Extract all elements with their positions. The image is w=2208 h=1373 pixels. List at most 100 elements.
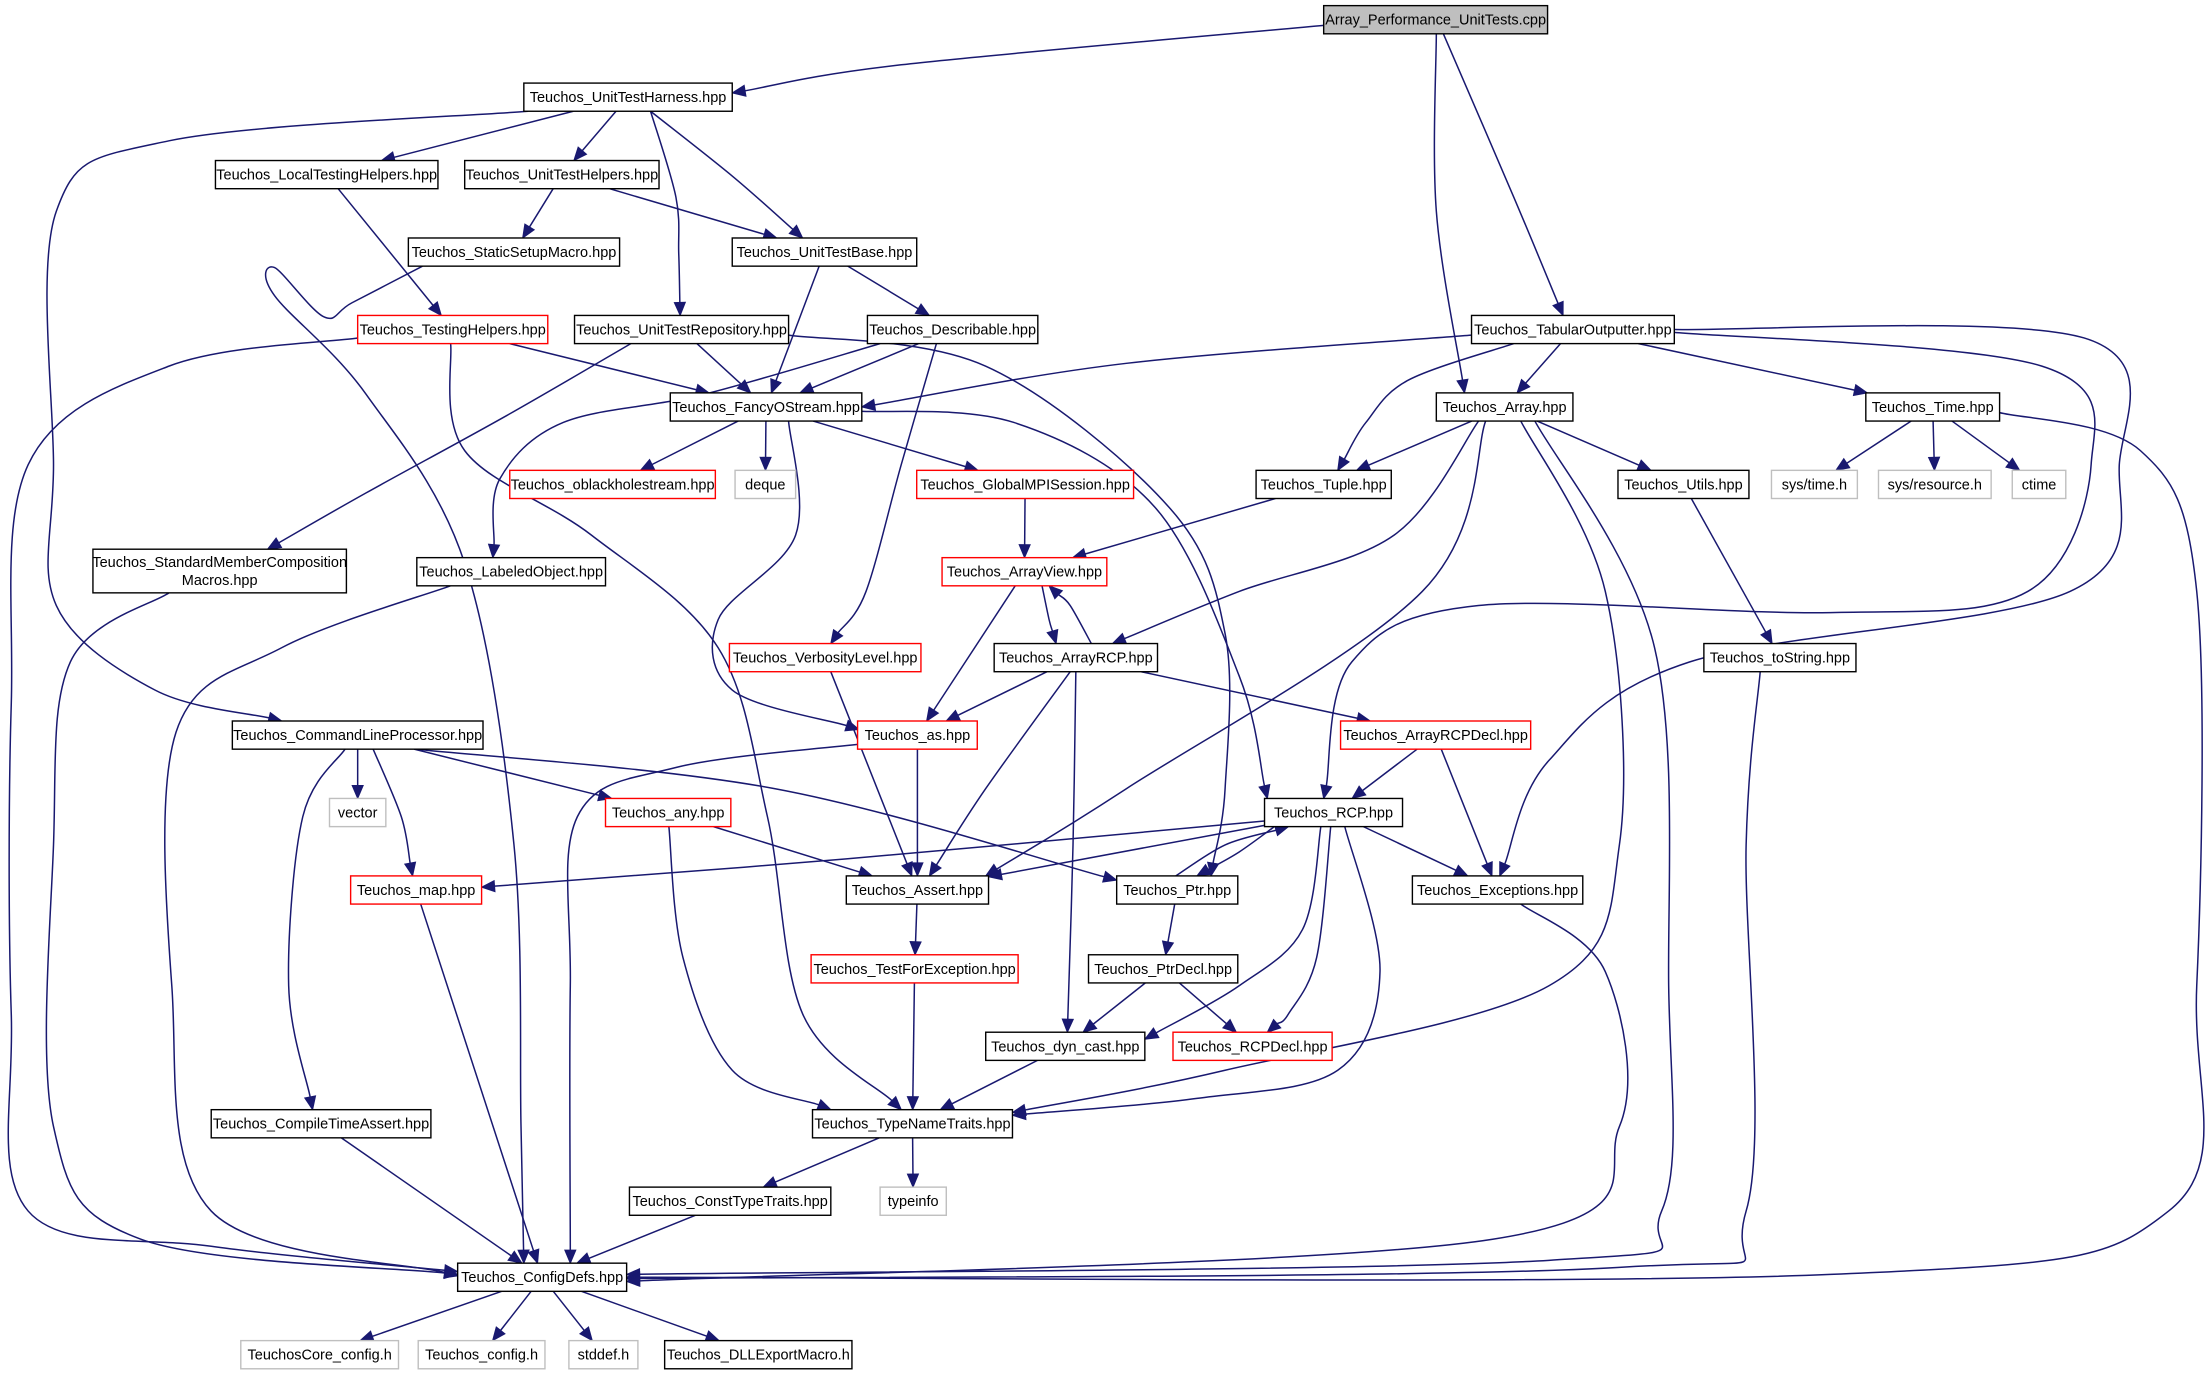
- node-box-deque: [734, 469, 797, 500]
- node-configdefs[interactable]: Teuchos_ConfigDefs.hpp: [456, 1262, 628, 1293]
- edge-arrowhead-rcp-to-rcpdecl: [1266, 1018, 1282, 1034]
- node-compiletime[interactable]: Teuchos_CompileTimeAssert.hpp: [210, 1108, 432, 1139]
- node-sysres: sys/resource.h: [1877, 469, 1992, 500]
- node-dyncast[interactable]: Teuchos_dyn_cast.hpp: [985, 1031, 1146, 1062]
- edge-arrowhead-clp-to-compiletime: [303, 1095, 317, 1111]
- node-label-dyncast: Teuchos_dyn_cast.hpp: [991, 1039, 1139, 1055]
- node-assert[interactable]: Teuchos_Assert.hpp: [845, 875, 990, 905]
- node-tabular[interactable]: Teuchos_TabularOutputter.hpp: [1470, 314, 1676, 345]
- node-label-uthelpers: Teuchos_UnitTestHelpers.hpp: [466, 168, 659, 184]
- node-label-root: Array_Performance_UnitTests.cpp: [1325, 13, 1546, 29]
- node-arrayrcpdecl[interactable]: Teuchos_ArrayRCPDecl.hpp: [1339, 720, 1532, 750]
- node-box-root: [1322, 4, 1549, 35]
- edge-arrowhead-utbase-to-describable: [914, 303, 931, 317]
- edge-arrayview-to-arrayrcp: [1041, 585, 1054, 632]
- edge-arrowhead-uthelpers-to-staticsetup: [522, 223, 536, 240]
- node-labeled[interactable]: Teuchos_LabeledObject.hpp: [416, 556, 607, 587]
- node-dllexport[interactable]: Teuchos_DLLExportMacro.h: [663, 1339, 853, 1370]
- node-rcp[interactable]: Teuchos_RCP.hpp: [1263, 797, 1404, 828]
- node-testforexc[interactable]: Teuchos_TestForException.hpp: [810, 954, 1019, 984]
- node-label-time: Teuchos_Time.hpp: [1872, 400, 1994, 416]
- node-ptr[interactable]: Teuchos_Ptr.hpp: [1115, 875, 1239, 905]
- node-exceptions[interactable]: Teuchos_Exceptions.hpp: [1411, 875, 1584, 905]
- edge-consttype-to-configdefs: [588, 1214, 696, 1259]
- edge-arrayview-to-as: [933, 585, 1016, 711]
- node-array[interactable]: Teuchos_Array.hpp: [1435, 392, 1574, 422]
- node-label-oblack: Teuchos_oblackholestream.hpp: [511, 477, 715, 493]
- node-tuple[interactable]: Teuchos_Tuple.hpp: [1255, 469, 1392, 500]
- edge-exceptions-to-configdefs: [639, 903, 1629, 1282]
- edge-configdefs-to-tconfig: [500, 1290, 532, 1331]
- edge-arrowhead-fancy-to-oblack: [639, 458, 656, 471]
- node-arrayview[interactable]: Teuchos_ArrayView.hpp: [941, 556, 1108, 587]
- node-utils[interactable]: Teuchos_Utils.hpp: [1617, 469, 1750, 500]
- node-verbosity[interactable]: Teuchos_VerbosityLevel.hpp: [728, 642, 922, 673]
- edge-tabular-to-time: [1638, 342, 1855, 391]
- node-localtest[interactable]: Teuchos_LocalTestingHelpers.hpp: [214, 159, 439, 190]
- edge-arrowhead-tabular-to-rcp: [1320, 783, 1333, 800]
- node-label-testinghelpers: Teuchos_TestingHelpers.hpp: [360, 323, 546, 339]
- node-label-rcpdecl: Teuchos_RCPDecl.hpp: [1178, 1039, 1328, 1055]
- edge-arrowhead-root-to-tabular: [1552, 300, 1564, 317]
- node-label-globalmpi: Teuchos_GlobalMPISession.hpp: [920, 477, 1130, 493]
- node-ptrdecl[interactable]: Teuchos_PtrDecl.hpp: [1087, 954, 1239, 984]
- node-typeinfo: typeinfo: [879, 1186, 947, 1216]
- node-systime: sys/time.h: [1770, 469, 1859, 500]
- node-clp[interactable]: Teuchos_CommandLineProcessor.hpp: [231, 720, 484, 750]
- node-staticsetup[interactable]: Teuchos_StaticSetupMacro.hpp: [407, 237, 621, 267]
- node-box-verbosity: [728, 642, 922, 673]
- node-label-arrayview: Teuchos_ArrayView.hpp: [947, 565, 1102, 581]
- edge-arrowhead-globalmpi-to-arrayview: [1018, 544, 1031, 559]
- node-harness[interactable]: Teuchos_UnitTestHarness.hpp: [523, 82, 733, 112]
- node-fancy[interactable]: Teuchos_FancyOStream.hpp: [669, 392, 863, 422]
- node-root[interactable]: Array_Performance_UnitTests.cpp: [1322, 4, 1549, 35]
- edge-arrowhead-fancy-to-deque: [759, 456, 772, 472]
- node-uthelpers[interactable]: Teuchos_UnitTestHelpers.hpp: [463, 159, 660, 190]
- edge-tabular-to-rcp: [1325, 331, 2096, 786]
- node-label-any: Teuchos_any.hpp: [612, 806, 725, 822]
- node-any[interactable]: Teuchos_any.hpp: [604, 797, 732, 828]
- node-rcpdecl[interactable]: Teuchos_RCPDecl.hpp: [1172, 1031, 1333, 1062]
- node-oblack[interactable]: Teuchos_oblackholestream.hpp: [509, 469, 717, 500]
- node-box-utils: [1617, 469, 1750, 500]
- node-label-staticsetup: Teuchos_StaticSetupMacro.hpp: [412, 245, 617, 261]
- node-utrepo[interactable]: Teuchos_UnitTestRepository.hpp: [573, 314, 790, 345]
- node-time[interactable]: Teuchos_Time.hpp: [1865, 392, 2001, 422]
- node-box-any: [604, 797, 732, 828]
- node-map[interactable]: Teuchos_map.hpp: [349, 875, 483, 905]
- edge-arrowhead-ptr-to-ptrdecl: [1161, 940, 1175, 957]
- node-box-systime: [1770, 469, 1859, 500]
- node-vector: vector: [328, 797, 387, 828]
- node-utbase[interactable]: Teuchos_UnitTestBase.hpp: [731, 237, 918, 267]
- edge-root-to-harness: [744, 24, 1324, 92]
- edge-utbase-to-fancy: [775, 265, 820, 381]
- node-typename[interactable]: Teuchos_TypeNameTraits.hpp: [811, 1108, 1014, 1139]
- edge-configdefs-to-dllexport: [581, 1290, 708, 1337]
- node-box-time: [1865, 392, 2001, 422]
- node-label-testforexc: Teuchos_TestForException.hpp: [813, 962, 1015, 978]
- edge-arrowhead-utbase-to-fancy: [770, 378, 782, 395]
- edge-arrowhead-harness-to-utrepo: [673, 301, 687, 317]
- node-tostring[interactable]: Teuchos_toString.hpp: [1703, 642, 1857, 673]
- edge-testforexc-to-typename: [912, 982, 916, 1097]
- edge-time-to-ctime: [1951, 420, 2010, 464]
- node-describable[interactable]: Teuchos_Describable.hpp: [866, 314, 1039, 345]
- node-testinghelpers[interactable]: Teuchos_TestingHelpers.hpp: [356, 314, 549, 345]
- edge-tostring-to-configdefs: [639, 671, 1761, 1280]
- edge-arrowhead-clp-to-map: [403, 861, 417, 878]
- node-label-ctime: ctime: [2022, 477, 2057, 493]
- edge-harness-to-localtest: [393, 110, 574, 159]
- node-label-stddef: stddef.h: [578, 1348, 630, 1364]
- edge-arrowhead-arrayrcpdecl-to-rcp: [1351, 785, 1367, 800]
- edge-arrowhead-arrayrcp-to-dyncast: [1061, 1018, 1075, 1034]
- edge-array-to-tuple: [1368, 420, 1473, 466]
- node-as[interactable]: Teuchos_as.hpp: [856, 720, 978, 750]
- node-globalmpi[interactable]: Teuchos_GlobalMPISession.hpp: [916, 469, 1135, 500]
- edge-stdmember-to-configdefs: [45, 592, 445, 1274]
- node-arrayrcp[interactable]: Teuchos_ArrayRCP.hpp: [993, 642, 1159, 673]
- node-label-vector: vector: [338, 806, 378, 822]
- edge-ptr-to-rcp: [1175, 829, 1277, 877]
- edge-arrowhead-harness-to-utbase: [788, 224, 804, 239]
- node-consttype[interactable]: Teuchos_ConstTypeTraits.hpp: [628, 1186, 832, 1216]
